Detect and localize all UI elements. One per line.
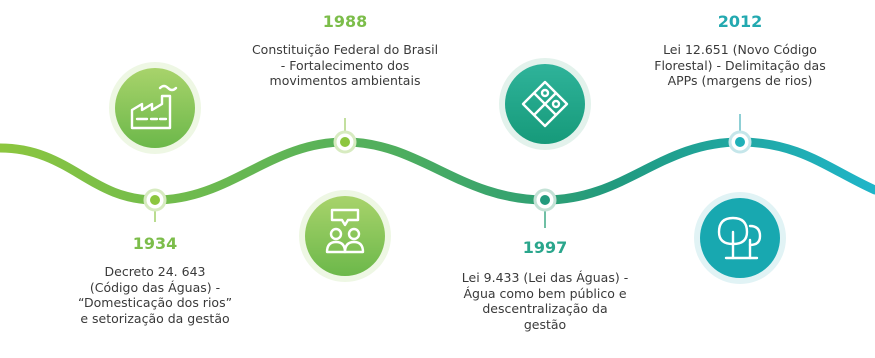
- year-1997: 1997: [522, 238, 568, 257]
- timeline-node-1934: [143, 188, 167, 212]
- timeline-node-1997: [533, 188, 557, 212]
- milestone-1934-description: Decreto 24. 643 (Código das Águas) - “Do…: [65, 264, 245, 326]
- year-1934: 1934: [132, 234, 178, 253]
- description-line: APPs (margens de rios): [667, 73, 813, 88]
- description-line: movimentos ambientais: [269, 73, 421, 88]
- timeline-node-1988: [333, 130, 357, 154]
- description-line: Florestal) - Delimitação das: [654, 57, 826, 73]
- puzzle-icon: [521, 80, 569, 128]
- description-line: Lei 12.651 (Novo Código: [663, 42, 817, 57]
- description-line: Água como bem público e: [463, 285, 627, 301]
- description-line: “Domesticação dos rios”: [77, 295, 233, 310]
- description-line: descentralização da: [482, 301, 608, 316]
- milestone-1997-description: Lei 9.433 (Lei das Águas) - Água como be…: [447, 270, 643, 332]
- year-1988: 1988: [322, 12, 368, 31]
- timeline-node-2012: [728, 130, 752, 154]
- description-line: (Código das Águas) -: [89, 279, 221, 295]
- icon-circle-1988: [299, 190, 391, 282]
- milestone-2012-description: Lei 12.651 (Novo Código Florestal) - Del…: [640, 42, 840, 89]
- description-line: Lei 9.433 (Lei das Águas) -: [461, 270, 629, 285]
- description-line: Decreto 24. 643: [104, 264, 206, 279]
- description-line: gestão: [523, 316, 567, 332]
- description-line: - Fortalecimento dos: [280, 57, 410, 73]
- milestone-1988-description: Constituição Federal do Brasil - Fortale…: [245, 42, 445, 89]
- description-line: Constituição Federal do Brasil: [251, 42, 439, 57]
- icon-circle-2012: [694, 192, 786, 284]
- people-discussion-icon: [325, 208, 365, 254]
- factory-icon: [130, 84, 178, 130]
- description-line: e setorização da gestão: [80, 310, 230, 326]
- trees-icon: [717, 216, 762, 260]
- year-2012: 2012: [717, 12, 763, 31]
